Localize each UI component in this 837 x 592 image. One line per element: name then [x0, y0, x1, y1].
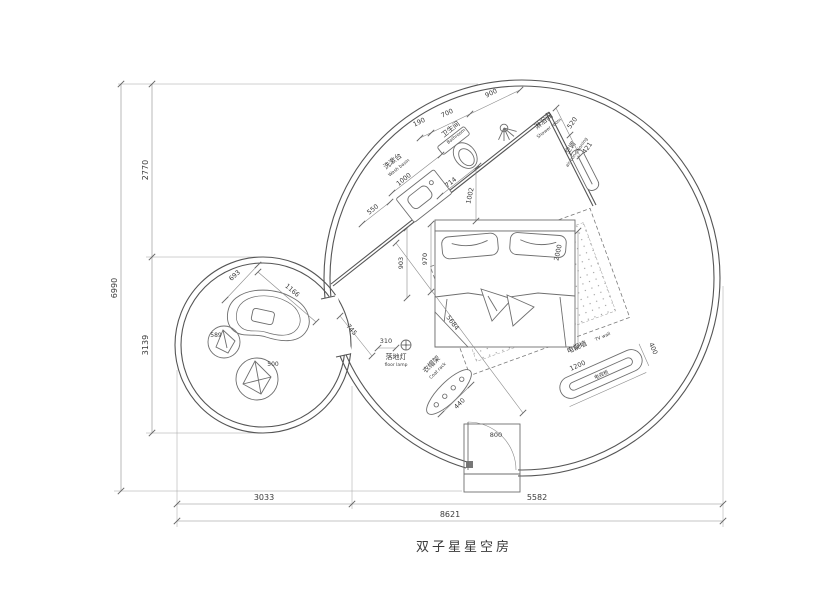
- dim-width-right: 5582: [527, 493, 547, 502]
- dim-vanity-offset: 550: [365, 202, 380, 216]
- pillow-left: [441, 232, 499, 260]
- dim-chain-a: 190: [412, 116, 427, 129]
- floor-lamp: [400, 339, 412, 351]
- ac-unit: [570, 149, 600, 191]
- label-coat-rack: 衣帽架 Coat rack: [421, 354, 448, 381]
- dim-tub-small: 589: [210, 332, 222, 339]
- bottom-dimension-chain: 3033 5582 8621: [173, 493, 727, 525]
- dim-width-total: 8621: [440, 510, 460, 519]
- extension-lines: [114, 83, 724, 527]
- vestibule-outline: [463, 423, 521, 493]
- dim-bed-width: 970: [421, 253, 429, 265]
- secondary-room-outer-wall: [174, 256, 352, 434]
- passage-opening: [319, 294, 353, 358]
- bed: [434, 219, 576, 348]
- round-tub-small: [207, 325, 241, 359]
- tv-cabinet: 电视柜 1200 400: [559, 341, 659, 407]
- dim-width-left: 3033: [254, 493, 274, 502]
- pool-step: [250, 307, 275, 326]
- toilet: [437, 126, 478, 169]
- dim-shower-width: 520: [566, 115, 580, 130]
- dim-wall-seg: 903: [397, 257, 405, 269]
- dim-washbasin-length: 1000: [395, 171, 413, 187]
- bed-headboard: [434, 219, 576, 232]
- dim-chain-c: 900: [484, 87, 499, 100]
- secondary-room-inner-wall: [180, 262, 346, 428]
- floor-lamp-labels: 310 落地灯 floor lamp: [374, 337, 408, 368]
- dim-bed-length: 2000: [552, 244, 563, 262]
- coat-rack: [426, 369, 472, 415]
- blanket-drape: [434, 310, 470, 348]
- dim-height-upper: 2770: [141, 160, 150, 180]
- left-dimension-chain: 2770 3139 6990: [110, 80, 156, 495]
- main-room-outer-wall: [323, 79, 721, 477]
- soaking-pool: [226, 289, 310, 342]
- toilet-bowl: [452, 142, 478, 169]
- label-bathroom: 卫生间 Bathroom: [439, 119, 466, 146]
- dim-headboard-gap: 1002: [464, 187, 475, 205]
- entrance-vestibule: 800: [463, 421, 521, 493]
- shower-head-icon: [498, 123, 517, 141]
- dim-tub-large: 500: [267, 361, 279, 368]
- tv-set: [569, 357, 633, 391]
- label-floor-lamp-en: floor lamp: [385, 362, 408, 368]
- cushion-2: [506, 294, 535, 327]
- bedroom-dimensions: 970 903 2000 1002 5684: [392, 165, 582, 417]
- dim-height-lower: 3139: [141, 335, 150, 355]
- drawing-title: 双子星星空房: [416, 539, 512, 555]
- dim-chain-b: 700: [440, 107, 455, 120]
- dim-toilet-width: 714: [443, 175, 458, 189]
- washbasin-vanity: [396, 169, 452, 223]
- dim-door-width: 800: [490, 431, 502, 439]
- door-stop: [466, 461, 473, 468]
- dim-height-total: 6990: [110, 278, 119, 298]
- door-swing-arc: [467, 421, 517, 471]
- dim-tv-cabinet-depth: 400: [647, 341, 659, 356]
- round-tub-large: [235, 357, 279, 401]
- sink-basin: [407, 185, 433, 210]
- label-tv-wall-en: TV wall: [593, 331, 611, 343]
- faucet: [428, 180, 434, 186]
- main-room-inner-wall: [329, 85, 715, 471]
- dim-lamp-offset: 310: [380, 337, 392, 345]
- label-floor-lamp-cn: 落地灯: [386, 352, 407, 361]
- pillow-right: [509, 232, 567, 258]
